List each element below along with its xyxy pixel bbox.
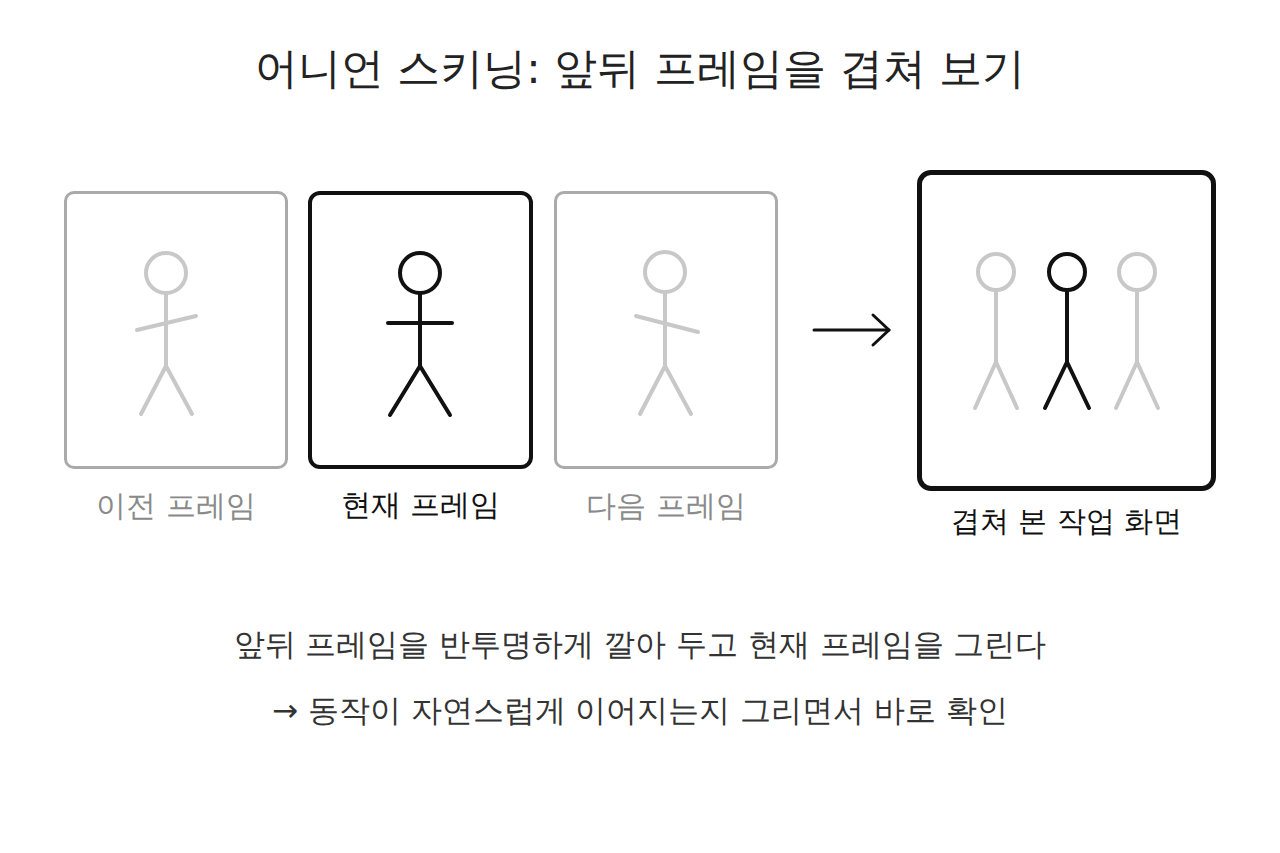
frame-box: 다음 프레임 [554,191,778,469]
frame-box: 현재 프레임 [308,191,533,469]
frame-label: 겹쳐 본 작업 화면 [951,502,1182,542]
next-figure [636,252,698,414]
overlay-figures [975,254,1158,408]
frame-label: 이전 프레임 [96,486,256,527]
frame-box: 겹쳐 본 작업 화면 [917,170,1216,491]
previous-figure [137,253,196,414]
note-text: → 동작이 자연스럽게 이어지는지 그리면서 바로 확인 [0,690,1280,732]
frame-label: 현재 프레임 [341,485,501,526]
flow-arrow [814,315,889,345]
note-text: 앞뒤 프레임을 반투명하게 깔아 두고 현재 프레임을 그린다 [0,624,1280,666]
current-figure [388,253,452,415]
frame-box: 이전 프레임 [64,191,288,469]
frame-label: 다음 프레임 [586,486,746,527]
diagram-title: 어니언 스키닝: 앞뒤 프레임을 겹쳐 보기 [0,40,1280,98]
